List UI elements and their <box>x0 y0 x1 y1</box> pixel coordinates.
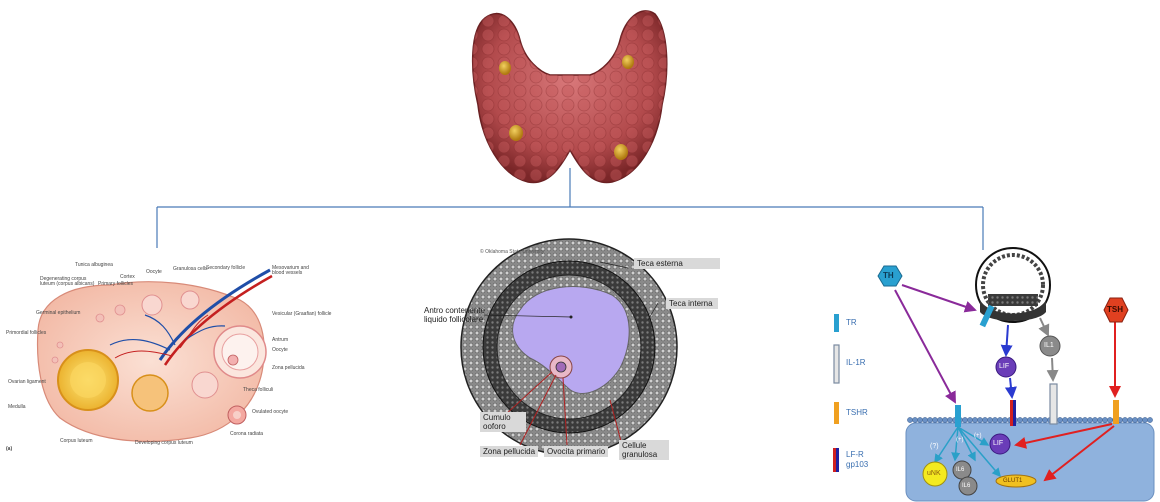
glut1-label: GLUT1 <box>1003 478 1022 484</box>
label-cellule: Cellule granulosa <box>619 440 669 460</box>
connector-lines <box>157 168 983 250</box>
label-theca: Theca folliculi <box>243 388 273 393</box>
legend-swatch-tshr <box>834 402 839 424</box>
label-teca-esterna: Teca esterna <box>634 258 720 269</box>
label-corona: Corona radiata <box>230 432 263 437</box>
th-label: TH <box>883 271 894 280</box>
unk-label: uNK <box>927 470 941 477</box>
label-degenerating: Degenerating corpus luteum (corpus albic… <box>40 277 95 287</box>
copyright-label: © Oklahoma State University <box>480 249 544 255</box>
tr-receptor <box>955 405 961 427</box>
lif-label: LIF <box>999 363 1009 370</box>
il6a-label: IL6 <box>956 467 964 473</box>
lfr-receptor-a <box>1010 400 1013 426</box>
legend-label-il1r: IL-1R <box>846 358 866 367</box>
label-granulosa: Granulosa cells <box>173 267 207 272</box>
thyroid-nodule <box>499 61 511 75</box>
plus-label-2: (+) <box>974 433 982 439</box>
thyroid-gland <box>473 11 667 183</box>
il1r-receptor <box>1050 384 1057 424</box>
label-ovarian-ligament: Ovarian ligament <box>8 380 46 385</box>
label-ovulated: Ovulated oocyte <box>252 410 288 415</box>
label-ovocita: Ovocita primario <box>544 446 608 457</box>
label-panel: (a) <box>6 447 12 452</box>
label-vesicular: Vesicular (Graafian) follicle <box>272 312 331 317</box>
follicle-cross-section <box>422 239 718 464</box>
legend-label-lfr: LF-R gp103 <box>846 450 876 470</box>
label-primary: Primary follicles <box>98 282 133 287</box>
label-corpus-luteum: Corpus luteum <box>60 439 93 444</box>
tshr-receptor <box>1113 400 1119 424</box>
label-antrum: Antrum <box>272 338 288 343</box>
label-germinal: Germinal epithelium <box>36 311 80 316</box>
label-medulla: Medulla <box>8 405 26 410</box>
developing-corpus-luteum <box>132 375 168 411</box>
thyroid-nodule <box>509 125 523 141</box>
legend <box>833 314 839 472</box>
legend-swatch-il1r <box>834 345 839 383</box>
thyroid-nodule <box>614 144 628 160</box>
lfr-receptor-b <box>1013 400 1016 426</box>
thyroid-nodule <box>622 55 634 69</box>
label-zona: Zona pellucida <box>272 366 305 371</box>
signaling-diagram <box>833 248 1154 501</box>
label-cortex: Cortex <box>120 275 135 280</box>
legend-swatch-lfr-a <box>833 448 836 472</box>
il6b-label: IL6 <box>962 483 970 489</box>
label-primordial: Primordial follicles <box>6 331 46 336</box>
il1-label: IL1 <box>1044 342 1054 349</box>
label-cumulo: Cumulo ooforo <box>480 412 526 432</box>
unknown-effect-label: (?) <box>930 443 939 450</box>
legend-label-tr: TR <box>846 318 857 327</box>
endometrial-cell <box>906 423 1154 501</box>
plus-label-1: (+) <box>956 437 964 443</box>
label-antro: Antro contenente liquido follicolare <box>424 306 494 324</box>
label-oocyte-top: Oocyte <box>146 270 162 275</box>
label-tunica: Tunica albuginea <box>75 263 113 268</box>
legend-label-tshr: TSHR <box>846 408 868 417</box>
legend-swatch-lfr-b <box>836 448 839 472</box>
label-teca-interna: Teca interna <box>666 298 718 309</box>
tsh-label: TSH <box>1107 305 1123 314</box>
ovary-illustration <box>38 270 272 441</box>
label-developing: Developing corpus luteum <box>135 441 193 446</box>
label-secondary: Secondary follicle <box>206 266 245 271</box>
label-oocyte-right: Oocyte <box>272 348 288 353</box>
lif-intracellular-label: LIF <box>993 440 1003 447</box>
label-zona-follicle: Zona pellucida <box>480 446 538 457</box>
label-mesovarium: Mesovarium and blood vessels <box>272 266 322 276</box>
legend-swatch-tr <box>834 314 839 332</box>
